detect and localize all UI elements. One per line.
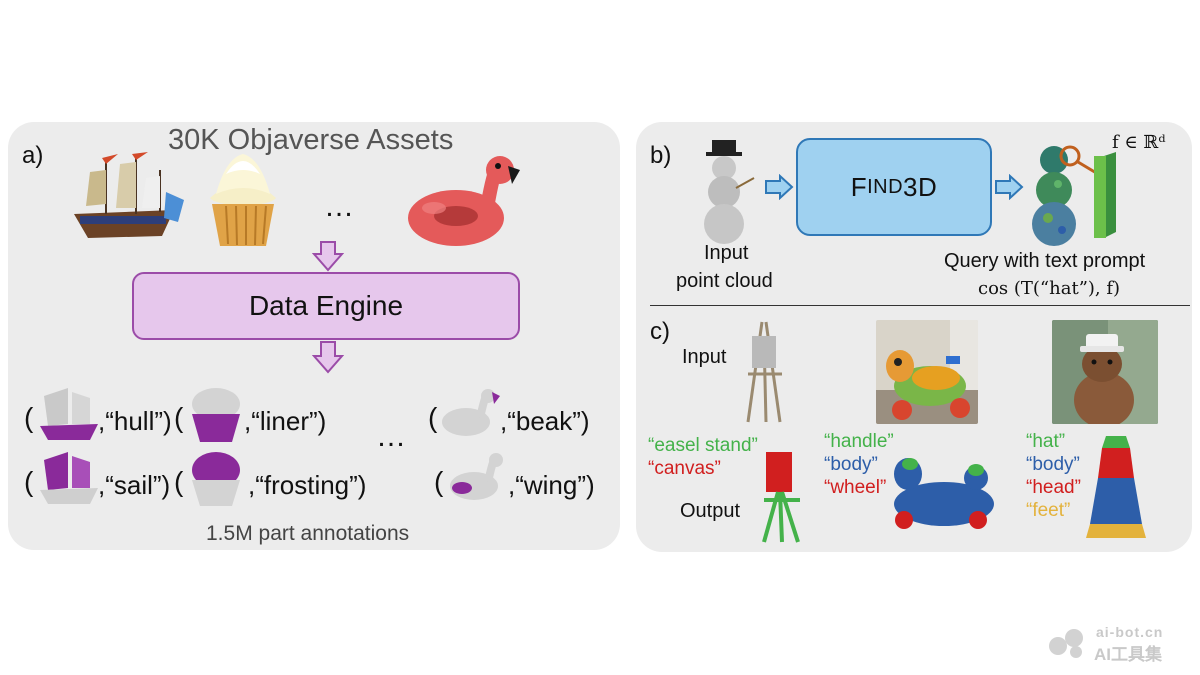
annotation-frosting: ,“frosting”) bbox=[248, 470, 367, 500]
watermark-logo-icon bbox=[1049, 629, 1083, 658]
down-arrow-icon bbox=[312, 341, 344, 374]
flamingo-beak-pointcloud bbox=[442, 389, 500, 436]
row-input-label: Input bbox=[682, 346, 727, 368]
annotations-ellipsis: … bbox=[376, 420, 409, 453]
snowman-pointcloud bbox=[704, 140, 755, 244]
query-formula: cos (T(“hat”), f) bbox=[978, 278, 1121, 299]
label-head: “head” bbox=[1026, 477, 1081, 498]
data-engine-label: Data Engine bbox=[248, 290, 404, 321]
open-paren: ( bbox=[428, 402, 438, 433]
label-easel-stand: “easel stand” bbox=[648, 435, 758, 456]
query-text: Query with text prompt bbox=[944, 250, 1146, 272]
cupcake-frosting-pointcloud bbox=[192, 452, 240, 506]
panel-c-label: c) bbox=[650, 318, 670, 345]
toy-segmented-pointcloud bbox=[894, 458, 994, 529]
easel-pointcloud bbox=[746, 321, 782, 423]
open-paren: ( bbox=[24, 402, 34, 433]
flamingo-float-image bbox=[408, 156, 520, 246]
snowman-feature-pointcloud bbox=[1032, 145, 1099, 246]
flamingo-wing-pointcloud bbox=[450, 453, 503, 500]
row-output-label: Output bbox=[680, 500, 741, 522]
watermark-line1: ai-bot.cn bbox=[1096, 624, 1164, 640]
toy-labels: “handle” “body” “wheel” bbox=[824, 430, 894, 499]
watermark-line2: AI工具集 bbox=[1094, 645, 1162, 664]
down-arrow-icon bbox=[312, 241, 344, 272]
capybara-photo bbox=[1052, 320, 1158, 424]
easel-segmented-pointcloud bbox=[762, 452, 800, 543]
ship-sail-pointcloud bbox=[40, 452, 98, 504]
find3d-smallcaps: IND bbox=[867, 175, 904, 198]
panel-a-title: 30K Objaverse Assets bbox=[168, 124, 454, 156]
label-canvas: “canvas” bbox=[648, 458, 721, 479]
right-arrow-icon bbox=[995, 174, 1024, 200]
annotation-sail: ,“sail”) bbox=[98, 470, 171, 500]
input-label-line2: point cloud bbox=[676, 270, 773, 292]
panel-b-label: b) bbox=[650, 142, 672, 169]
label-handle: “handle” bbox=[824, 431, 894, 452]
open-paren: ( bbox=[434, 466, 444, 497]
panel-a-footer: 1.5M part annotations bbox=[206, 522, 410, 545]
open-paren: ( bbox=[174, 466, 184, 497]
cupcake-image bbox=[210, 154, 276, 246]
open-paren: ( bbox=[174, 402, 184, 433]
label-hat: “hat” bbox=[1026, 431, 1066, 452]
annotation-liner: ,“liner”) bbox=[244, 406, 327, 436]
label-feet: “feet” bbox=[1026, 500, 1071, 521]
feature-vector-bar bbox=[1094, 152, 1116, 238]
find3d-suffix: 3D bbox=[903, 171, 938, 202]
data-engine-box: Data Engine bbox=[132, 272, 520, 340]
ship-image bbox=[74, 152, 184, 238]
label-body: “body” bbox=[824, 454, 878, 475]
toy-photo bbox=[876, 320, 978, 424]
annotation-hull: ,“hull”) bbox=[98, 406, 172, 436]
label-body: “body” bbox=[1026, 454, 1080, 475]
capybara-labels: “hat” “body” “head” “feet” bbox=[1026, 430, 1081, 522]
annotation-beak: ,“beak”) bbox=[500, 406, 590, 436]
panel-a-label: a) bbox=[22, 142, 44, 169]
right-arrow-icon bbox=[765, 174, 794, 200]
feature-vector-label: f ∈ ℝᵈ bbox=[1112, 132, 1166, 153]
cupcake-liner-pointcloud bbox=[192, 388, 240, 442]
find3d-prefix: F bbox=[850, 171, 868, 202]
ship-hull-pointcloud bbox=[40, 388, 98, 440]
easel-labels: “easel stand” “canvas” bbox=[648, 434, 758, 480]
label-wheel: “wheel” bbox=[824, 477, 887, 498]
open-paren: ( bbox=[24, 466, 34, 497]
capybara-segmented-pointcloud bbox=[1086, 436, 1146, 538]
input-label-line1: Input bbox=[704, 242, 749, 264]
annotation-wing: ,“wing”) bbox=[508, 470, 595, 500]
panel-divider bbox=[650, 305, 1190, 306]
assets-ellipsis: … bbox=[324, 190, 357, 223]
